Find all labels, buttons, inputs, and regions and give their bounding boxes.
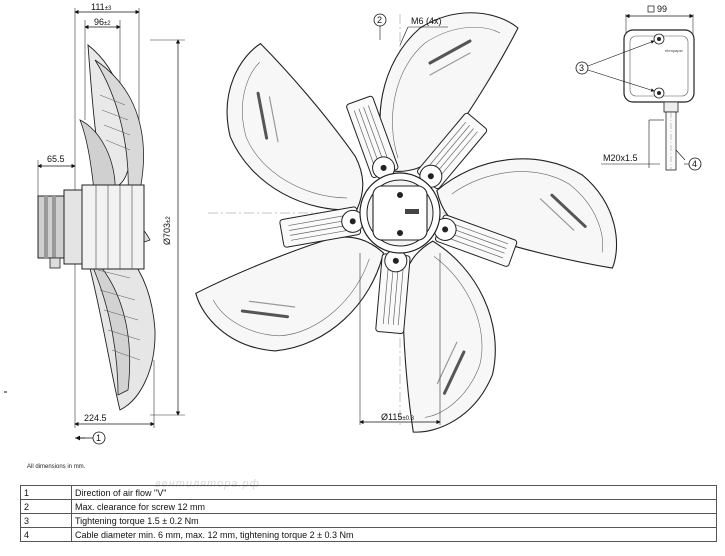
marker-2: 2 [377, 15, 382, 25]
marker-3-circle [575, 61, 589, 75]
marker-1-circle [92, 431, 106, 445]
dim-box-width: 99 [657, 4, 667, 14]
dim-cable-gland: M20x1.5 [603, 153, 638, 163]
legend-text: Direction of air flow "V" [71, 485, 717, 500]
box-logo: ebmpapst [665, 48, 683, 53]
dim-hub: 65.5 [47, 154, 65, 164]
side-view: 111±3 96±2 65.5 [4, 2, 185, 445]
terminal-box [623, 29, 695, 103]
legend-row: 4 Cable diameter min. 6 mm, max. 12 mm, … [20, 527, 717, 542]
legend-num: 2 [20, 499, 72, 514]
legend-num: 1 [20, 485, 72, 500]
legend-table: 1 Direction of air flow "V" 2 Max. clear… [20, 485, 717, 542]
legend-text: Max. clearance for screw 12 mm [71, 499, 717, 514]
marker-4-circle [688, 157, 702, 171]
legend-text: Cable diameter min. 6 mm, max. 12 mm, ti… [71, 527, 717, 542]
marker-3: 3 [579, 63, 584, 73]
technical-drawing: 111±3 96±2 65.5 [4, 2, 702, 446]
marker-4: 4 [692, 159, 697, 169]
legend-text: Tightening torque 1.5 ± 0.2 Nm [71, 513, 717, 528]
dim-depth: 96±2 [94, 17, 111, 27]
dim-screw: M6 (4x) [411, 16, 442, 26]
terminal-box-view: 99 ebmpapst 3 M20x1.5 4 [575, 4, 702, 171]
legend-num: 4 [20, 527, 72, 542]
legend-row: 3 Tightening torque 1.5 ± 0.2 Nm [20, 513, 717, 528]
legend-row: 1 Direction of air flow "V" [20, 485, 717, 500]
dim-height: 224.5 [84, 413, 107, 423]
dim-total-depth: 111±3 [91, 2, 112, 12]
legend-num: 3 [20, 513, 72, 528]
dim-hub-diameter: Ø115±0.3 [381, 412, 415, 422]
dim-diameter: Ø703±2 [162, 216, 172, 245]
marker-1: 1 [96, 433, 101, 443]
front-view: 2 M6 (4x) Ø115±0.3 [185, 11, 629, 446]
units-note: All dimensions in mm. [27, 464, 86, 470]
legend-row: 2 Max. clearance for screw 12 mm [20, 499, 717, 514]
